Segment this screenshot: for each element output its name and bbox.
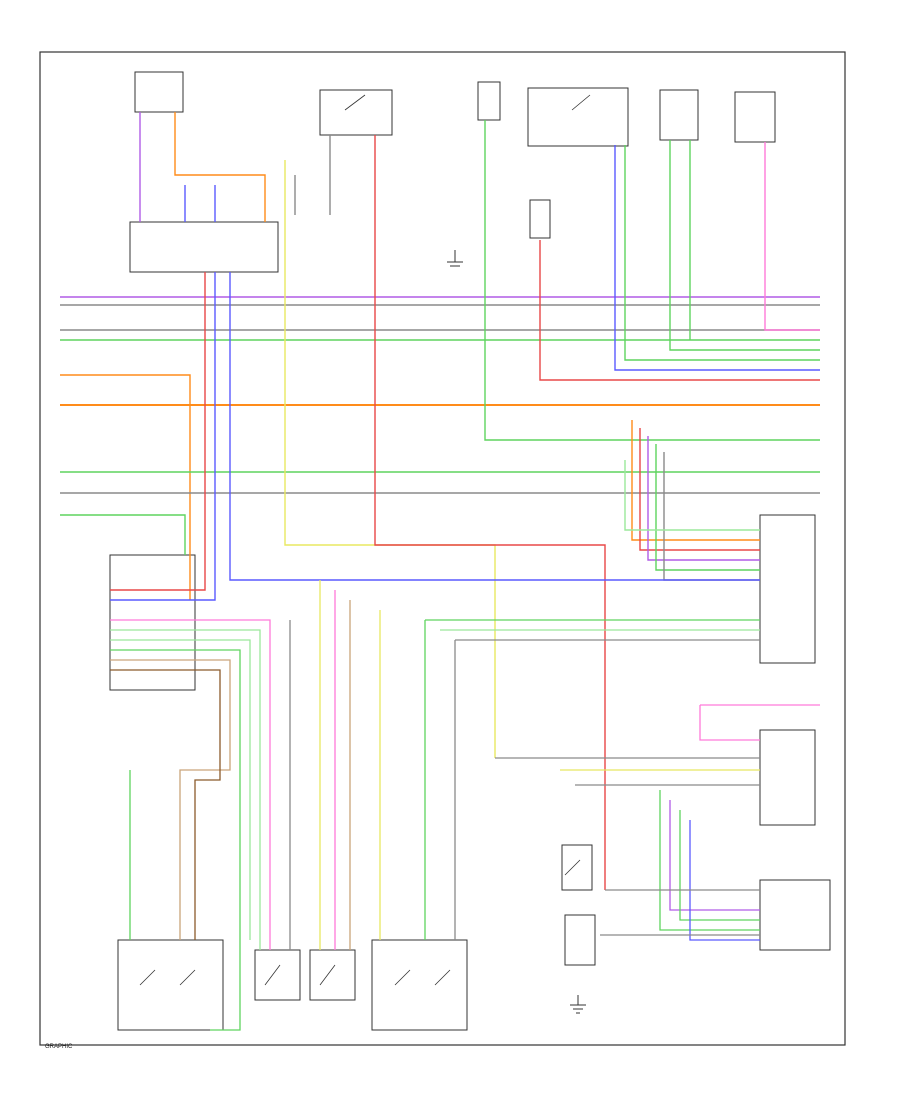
connector-block [529, 199, 551, 239]
switch-box [117, 939, 224, 1031]
component-box [527, 87, 629, 147]
diagram-labels: GRAPHIC [45, 1044, 73, 1050]
connector-block [759, 514, 816, 664]
component-box [134, 71, 184, 113]
connector-block [759, 879, 831, 951]
switch-box [309, 949, 356, 1001]
switch-box [371, 939, 468, 1031]
lower-wires [110, 580, 820, 1031]
ground-icon [447, 250, 586, 1014]
riser-wires [110, 112, 820, 890]
switch-box [561, 844, 593, 891]
switch-box [564, 914, 596, 966]
harness-wires [60, 120, 820, 600]
switch-box [254, 949, 301, 1001]
connector-block [129, 221, 279, 273]
component-box [659, 89, 699, 141]
component-box [477, 81, 501, 121]
component-box [734, 91, 776, 143]
graphic-ref: GRAPHIC [45, 1044, 73, 1050]
component-box [319, 89, 393, 136]
connector-block [759, 729, 816, 826]
diagram-frame [39, 51, 846, 1046]
switch-icon [139, 94, 591, 986]
connector-block [109, 554, 196, 691]
